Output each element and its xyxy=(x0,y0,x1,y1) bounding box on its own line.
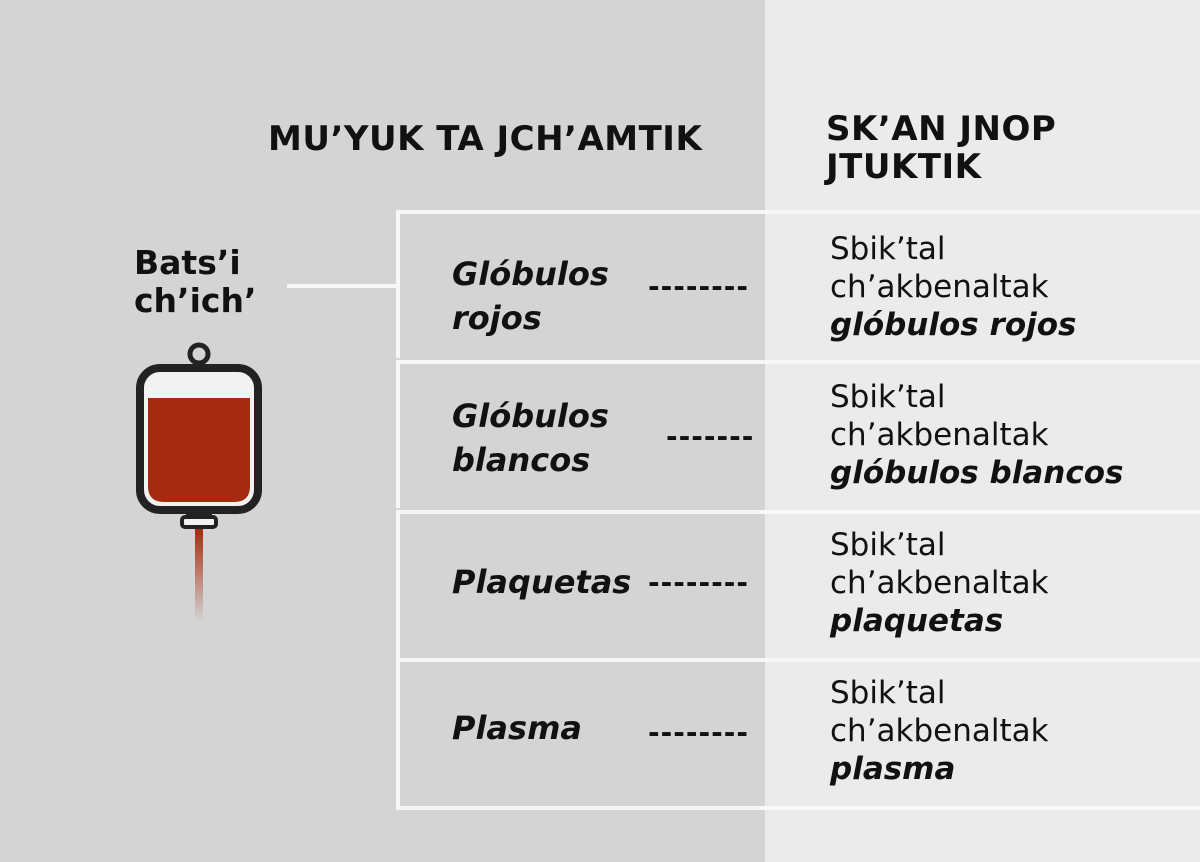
component-name: Plaquetas xyxy=(452,563,632,601)
blood-bag-icon xyxy=(136,342,262,621)
description-line-2: ch’akbenaltak xyxy=(830,565,1049,601)
components-table: Glóbulos rojos -------- Sbik’tal ch’akbe… xyxy=(396,210,1200,810)
component-description: Sbik’tal ch’akbenaltak glóbulos blancos xyxy=(830,378,1200,492)
description-emphasis: glóbulos blancos xyxy=(830,455,1124,491)
description-emphasis: plaquetas xyxy=(830,603,1004,639)
component-description: Sbik’tal ch’akbenaltak glóbulos rojos xyxy=(830,230,1200,344)
table-row: Plaquetas -------- Sbik’tal ch’akbenalta… xyxy=(396,510,1200,658)
right-panel-background xyxy=(765,0,1200,862)
whole-blood-label: Bats’i ch’ich’ xyxy=(134,243,257,320)
right-column-heading: SK’AN JNOP JTUKTIK xyxy=(826,109,1057,187)
dashed-link: -------- xyxy=(648,716,749,749)
description-line-2: ch’akbenaltak xyxy=(830,417,1049,453)
dashed-link: -------- xyxy=(648,566,749,599)
description-line-1: Sbik’tal xyxy=(830,379,946,415)
description-emphasis: glóbulos rojos xyxy=(830,307,1077,343)
component-name: Glóbulos rojos xyxy=(452,255,609,337)
description-line-2: ch’akbenaltak xyxy=(830,269,1049,305)
description-emphasis: plasma xyxy=(830,751,956,787)
component-description: Sbik’tal ch’akbenaltak plaquetas xyxy=(830,526,1200,640)
table-row: Plasma -------- Sbik’tal ch’akbenaltak p… xyxy=(396,658,1200,810)
dashed-link: -------- xyxy=(648,270,749,303)
description-line-1: Sbik’tal xyxy=(830,231,946,267)
connector-line xyxy=(287,284,397,288)
left-column-heading: MU’YUK TA JCH’AMTIK xyxy=(268,119,703,159)
description-line-2: ch’akbenaltak xyxy=(830,713,1049,749)
component-description: Sbik’tal ch’akbenaltak plasma xyxy=(830,674,1200,788)
component-name: Glóbulos blancos xyxy=(452,397,609,479)
dashed-link: ------- xyxy=(666,420,755,453)
table-row: Glóbulos blancos ------- Sbik’tal ch’akb… xyxy=(396,360,1200,508)
left-panel-background xyxy=(0,0,765,862)
component-name: Plasma xyxy=(452,709,582,747)
table-row: Glóbulos rojos -------- Sbik’tal ch’akbe… xyxy=(396,210,1200,358)
description-line-1: Sbik’tal xyxy=(830,527,946,563)
description-line-1: Sbik’tal xyxy=(830,675,946,711)
